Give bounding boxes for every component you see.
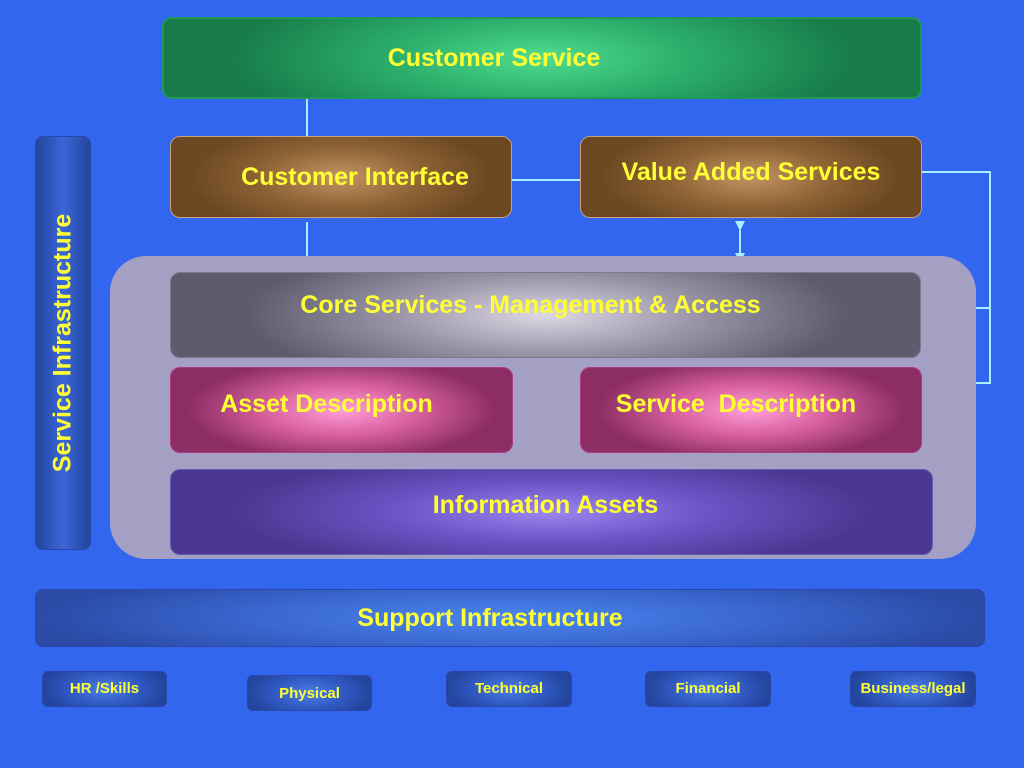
service-description-label: Service Description xyxy=(615,389,857,418)
support-item-label: HR /Skills xyxy=(69,679,140,697)
information-assets-box: Information Assets xyxy=(170,469,933,555)
support-infrastructure-bar: Support Infrastructure xyxy=(35,589,985,647)
service-infrastructure-label: Service Infrastructure xyxy=(48,213,77,473)
support-item-hr-skills: HR /Skills xyxy=(42,671,167,707)
support-item-financial: Financial xyxy=(645,671,771,707)
asset-description-box: Asset Description xyxy=(170,367,513,453)
customer-interface-box: Customer Interface xyxy=(170,136,512,218)
customer-service-label: Customer Service xyxy=(387,43,601,72)
value-added-services-label: Value Added Services xyxy=(621,157,881,186)
support-item-business-legal: Business/legal xyxy=(850,671,976,707)
support-item-label: Financial xyxy=(675,679,741,697)
service-infrastructure-bar: Service Infrastructure xyxy=(35,136,91,550)
information-assets-label: Information Assets xyxy=(432,490,659,519)
support-item-physical: Physical xyxy=(247,675,372,711)
support-item-label: Business/legal xyxy=(860,679,966,697)
core-services-box: Core Services - Management & Access xyxy=(170,272,921,358)
value-added-services-box: Value Added Services xyxy=(580,136,922,218)
support-item-technical: Technical xyxy=(446,671,572,707)
customer-service-box: Customer Service xyxy=(162,17,922,99)
service-description-box: Service Description xyxy=(580,367,922,453)
support-infrastructure-label: Support Infrastructure xyxy=(357,603,623,632)
customer-interface-label: Customer Interface xyxy=(241,162,469,191)
support-item-label: Technical xyxy=(474,679,544,697)
core-services-label: Core Services - Management & Access xyxy=(300,290,761,319)
support-item-label: Physical xyxy=(279,684,340,702)
asset-description-label: Asset Description xyxy=(220,389,433,418)
